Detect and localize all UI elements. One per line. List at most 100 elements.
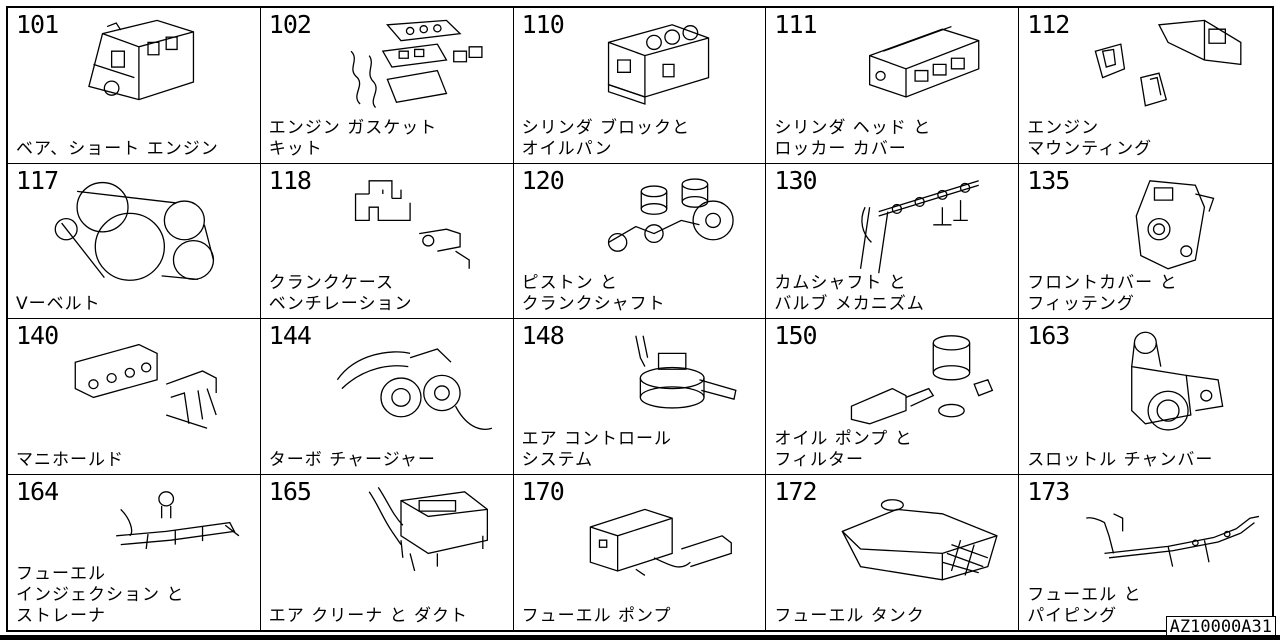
category-cell-102[interactable]: 102 エンジン ガスケットキット [260,8,514,164]
category-label-line: オイル ポンプ と [774,428,913,449]
category-number: 111 [774,10,817,39]
piston-crankshaft-icon [554,172,754,282]
category-number: 172 [774,476,817,506]
category-cell-144[interactable]: 144 ターボ チャージャー [260,319,514,475]
category-label: シリンダ ヘッド とロッカー カバー [774,118,931,160]
category-label: カムシャフト とバルブ メカニズム [774,273,924,315]
category-label-line: フューエル ポンプ [521,606,672,626]
category-label-line: Vーベルト [16,294,101,314]
category-cell-110[interactable]: 110 シリンダ ブロックとオイルパン [513,8,767,164]
category-number: 120 [521,165,565,195]
cylinder-head-icon [806,16,1006,126]
throttle-chamber-icon [1059,327,1259,437]
category-label: フロントカバー とフィッテング [1027,273,1177,315]
cylinder-block-icon [554,16,754,126]
category-label-line: ターボ チャージャー [268,449,436,470]
category-number: 140 [16,321,59,350]
category-label: マニホールド [16,450,124,471]
category-number: 164 [16,476,59,506]
category-label: スロットル チャンバー [1027,450,1213,471]
engine-block-icon [48,16,248,126]
category-cell-140[interactable]: 140 マニホールド [8,319,261,475]
category-cell-165[interactable]: 165 エア クリーナ と ダクト [261,474,514,630]
category-cell-120[interactable]: 120 ピストン とクランクシャフト [513,163,767,319]
v-belt-icon [48,172,248,282]
category-label-line: スロットル チャンバー [1027,449,1214,470]
category-label-line: ロッカー カバー [774,138,907,159]
category-label-line: カムシャフト と [774,273,907,293]
camshaft-valve-icon [806,172,1006,282]
category-label-line: システム [521,449,594,470]
category-cell-148[interactable]: 148 エア コントロールシステム [513,319,767,475]
category-cell-135[interactable]: 135 フロントカバー とフィッテング [1019,164,1272,319]
turbocharger-icon [301,327,501,437]
category-label-line: マウンティング [1027,138,1153,159]
category-label: クランクケースベンチレーション [269,273,413,315]
category-label-line: エア クリーナ と ダクト [268,606,469,626]
category-label-line: エンジン ガスケット [268,117,438,138]
manifold-icon [48,327,248,437]
category-label: Vーベルト [16,294,101,315]
category-label-line: ベンチレーション [268,294,413,314]
category-number: 170 [521,476,565,506]
category-cell-150[interactable]: 150 オイル ポンプ とフィルター [766,319,1020,475]
category-cell-112[interactable]: 112 エンジンマウンティング [1019,8,1272,164]
category-number: 130 [774,165,817,195]
air-control-icon [554,327,754,437]
category-cell-130[interactable]: 130 カムシャフト とバルブ メカニズム [766,163,1020,319]
category-number: 102 [268,10,312,39]
category-label: ベア、ショート エンジン [16,139,219,160]
category-label: ターボ チャージャー [269,450,436,471]
category-label-line: エンジン [1027,117,1100,138]
category-label-line: インジェクション と [16,585,185,605]
fuel-pump-icon [554,483,754,593]
category-number: 150 [774,321,817,350]
category-label-line: フィッテング [1027,294,1135,314]
category-label-line: シリンダ ブロックと [521,117,690,138]
oil-pump-filter-icon [806,327,1006,437]
category-label-line: フロントカバー と [1027,273,1178,293]
category-label-line: ピストン と [521,273,618,293]
category-label: フューエル とパイピング [1027,585,1141,627]
category-cell-172[interactable]: 172 フューエル タンク [766,474,1020,630]
category-number: 165 [268,476,312,506]
category-label-line: パイピング [1027,606,1118,626]
crankcase-ventilation-icon [301,172,501,282]
category-number: 148 [521,321,565,350]
fuel-tank-icon [806,483,1006,593]
category-label: エア クリーナ と ダクト [269,606,468,627]
category-label: シリンダ ブロックとオイルパン [522,118,690,160]
parts-category-grid: 101 ベア、ショート エンジン 102 エンジン ガスケットキット 110 シリンダ ブ… [6,6,1274,632]
category-cell-101[interactable]: 101 ベア、ショート エンジン [8,8,261,164]
category-label: フューエル ポンプ [522,606,672,627]
fuel-piping-icon [1059,483,1259,593]
air-cleaner-icon [301,483,501,593]
front-cover-icon [1059,172,1259,282]
category-label: オイル ポンプ とフィルター [774,429,912,471]
bottom-border [0,635,1280,640]
category-number: 110 [521,10,565,39]
category-label-line: シリンダ ヘッド と [774,117,932,138]
engine-mount-icon [1059,16,1259,126]
category-label-line: キット [268,138,323,159]
category-number: 117 [16,165,59,195]
category-number: 101 [16,10,59,39]
category-number: 135 [1027,165,1070,195]
category-number: 112 [1027,10,1070,39]
category-label-line: クランクケース [268,273,394,293]
category-label-line: フューエル タンク [774,606,925,626]
category-label: ピストン とクランクシャフト [522,273,666,315]
category-number: 144 [268,321,312,350]
category-cell-170[interactable]: 170 フューエル ポンプ [514,474,767,630]
category-label-line: クランクシャフト [521,294,666,314]
category-cell-111[interactable]: 111 シリンダ ヘッド とロッカー カバー [766,8,1020,164]
category-label-line: フューエル と [1027,585,1142,605]
category-label-line: マニホールド [16,449,124,470]
catalog-code: AZ10000A31 [1165,616,1276,638]
category-label-line: エア コントロール [521,428,672,449]
